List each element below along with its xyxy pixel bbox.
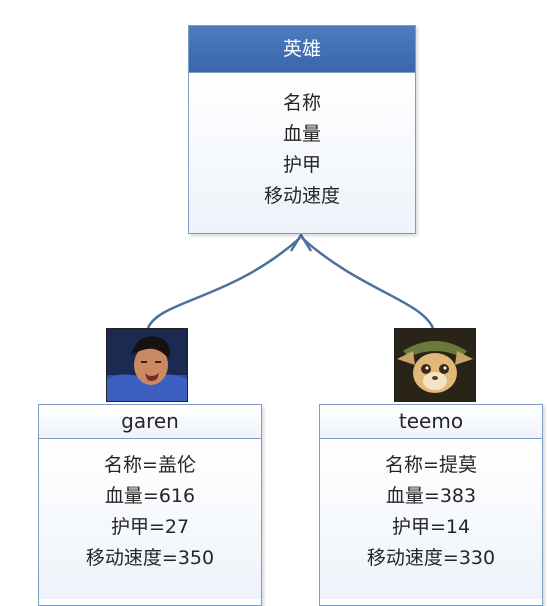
attribute-name: 名称 (282, 92, 321, 114)
attribute-name: 名称=盖伦 (104, 454, 196, 476)
attribute-move-speed: 移动速度=350 (85, 547, 215, 569)
teemo-class-attributes: 名称=提莫 血量=383 护甲=14 移动速度=330 (320, 439, 542, 599)
parent-class-title: 英雄 (189, 26, 415, 73)
teemo-inheritance-line (301, 237, 435, 329)
garen-class-attributes: 名称=盖伦 血量=616 护甲=27 移动速度=350 (39, 439, 261, 599)
inheritance-arrows (146, 232, 435, 329)
attribute-move-speed: 移动速度 (263, 185, 340, 207)
watermark (215, 298, 375, 318)
garen-class-box: garen 名称=盖伦 血量=616 护甲=27 移动速度=350 (38, 404, 262, 606)
arrow-head-icon (289, 232, 313, 252)
attribute-name: 名称=提莫 (385, 454, 477, 476)
garen-inheritance-line (146, 237, 301, 329)
teemo-class-box: teemo 名称=提莫 血量=383 护甲=14 移动速度=330 (319, 404, 543, 606)
attribute-armor: 护甲 (282, 154, 321, 176)
attribute-hp: 血量=616 (104, 485, 196, 507)
attribute-hp: 血量=383 (385, 485, 477, 507)
attribute-hp: 血量 (282, 123, 321, 145)
attribute-armor: 护甲=14 (391, 516, 471, 538)
parent-class-attributes: 名称 血量 护甲 移动速度 (189, 73, 415, 233)
garen-class-title: garen (39, 405, 261, 439)
teemo-portrait-icon (394, 328, 476, 402)
parent-class-box: 英雄 名称 血量 护甲 移动速度 (188, 25, 416, 234)
attribute-move-speed: 移动速度=330 (366, 547, 496, 569)
attribute-armor: 护甲=27 (110, 516, 190, 538)
teemo-class-title: teemo (320, 405, 542, 439)
garen-portrait-icon (106, 328, 188, 402)
